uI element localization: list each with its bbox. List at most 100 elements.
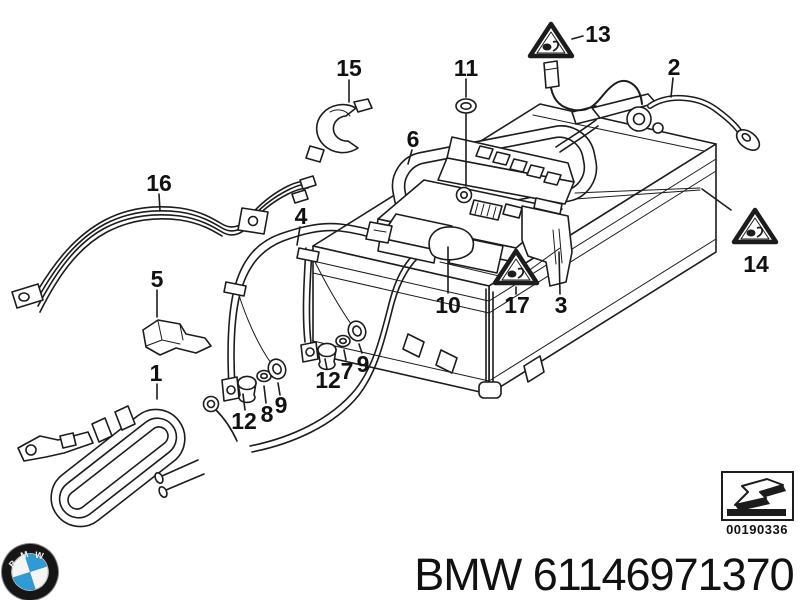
warning-triangle-17 [492,248,540,286]
coil-strap [114,405,136,431]
hanging-cable [308,249,313,344]
sensor-plug-line [544,67,559,71]
callout-6: 6 [407,126,420,152]
leader-9-left [277,382,281,396]
leader-9-right [358,343,363,354]
cut-cable-tip [154,472,164,484]
warning-glyph [507,270,517,278]
warning-glyph [542,43,552,51]
logo-letter-m: M [19,549,29,561]
grommet-9-left-hole [272,363,282,375]
cable-16-tip [299,175,317,190]
callout-7: 7 [341,358,354,384]
stamp-arrow-icon [734,478,784,506]
bracket-3-tab [533,197,563,215]
logo-quadrant-ne [24,554,48,572]
coil-loop-mid [58,417,178,519]
side-connector [365,221,393,244]
cable-16-strand [39,218,223,313]
hanging-wire [237,291,272,364]
leader-lines [156,35,732,411]
terminal-bolt [652,122,664,134]
terminal-post-hole [632,112,646,126]
clip-15-detail [329,109,351,117]
battery-lip-line [312,272,490,314]
deck-bolt-hole [459,191,468,200]
bracket-5 [142,319,212,356]
logo-letter-w: W [34,550,45,562]
cable-arc-main [233,229,394,389]
nut-7-hole [338,337,347,345]
coil-clamp-bolt [59,432,77,449]
callout-2: 2 [668,54,681,80]
terminal-cable [559,125,599,153]
leader-13 [571,35,584,40]
cable-strap [223,281,247,297]
coiled-cable-1 [17,395,238,528]
clip-15-tab [353,98,373,113]
callout-9-right: 9 [357,351,370,377]
callout-8: 8 [261,401,274,427]
stamp-box: 00190336 [721,471,794,537]
callout-13: 13 [585,21,611,47]
callout-14: 14 [743,251,769,277]
terminal-cable [555,119,597,148]
callout-12-left: 12 [231,408,257,434]
warning-glyph-2 [517,267,525,279]
cable-strap [296,247,320,263]
sensor-wire-13 [550,79,643,112]
cable-harness-arcs [221,222,429,453]
logo-quadrant-nw [12,554,30,578]
part-number-title: BMW 61146971370 [414,549,793,600]
leader-4 [296,226,301,246]
side-connector-pin [373,229,387,233]
coil-clamp-hole [25,444,37,456]
nut-8-hole [259,372,268,380]
cable-16-tip [291,189,309,204]
stamp-base-bar [727,509,786,516]
leader-12-left [242,393,246,411]
leader-14 [701,188,732,211]
cut-cable-stub [161,459,199,477]
stamp-arrow-shadow [760,485,786,498]
stamp-number: 00190336 [726,522,788,537]
callout-11: 11 [454,55,479,81]
clip-15-foot [305,145,325,163]
callout-15: 15 [336,55,362,81]
sensor-plug-13 [543,60,560,89]
bracket-5-body [142,319,212,356]
warning-triangle-14 [731,207,779,245]
cable-16-strand [37,187,309,307]
leader-3 [558,251,561,295]
callout-12-right: 12 [315,367,341,393]
warning-glyph [746,229,756,237]
callout-labels: 15 11 13 2 16 6 4 5 10 17 3 14 1 12 8 9 … [146,21,769,434]
ring-terminal-hole [206,399,216,409]
warning-glyph-2 [756,226,764,238]
hanging-wire [313,259,352,325]
deck-latch [502,203,523,219]
cable-16-bracket-hole [247,215,259,227]
battery-foot-line [488,238,717,382]
callout-9-left: 9 [275,392,288,418]
ribbed-connector-ribs [474,202,497,219]
pointer-wedge-14 [574,187,701,200]
clip-15 [305,98,373,163]
grommet-9-right-hole [352,325,362,337]
battery-foot-tab [402,333,425,358]
warning-triangle-icon [731,207,779,245]
fuse-box-assembly [365,98,598,287]
cut-cable-stub [165,473,205,491]
stamp-arrow-shadow [735,498,770,511]
cable-16-harness [11,175,317,313]
leader-2 [670,77,674,98]
warning-glyph-2 [552,40,560,52]
cable-lug-hole [305,347,315,357]
cable-2-ring-terminal [735,129,761,151]
callout-17: 17 [504,292,530,318]
warning-triangle-icon [527,21,575,59]
callout-10: 10 [435,292,461,318]
cable-arc-main [227,222,397,389]
cable-16-lug-hole [18,292,30,302]
fuse-slots [475,145,562,186]
